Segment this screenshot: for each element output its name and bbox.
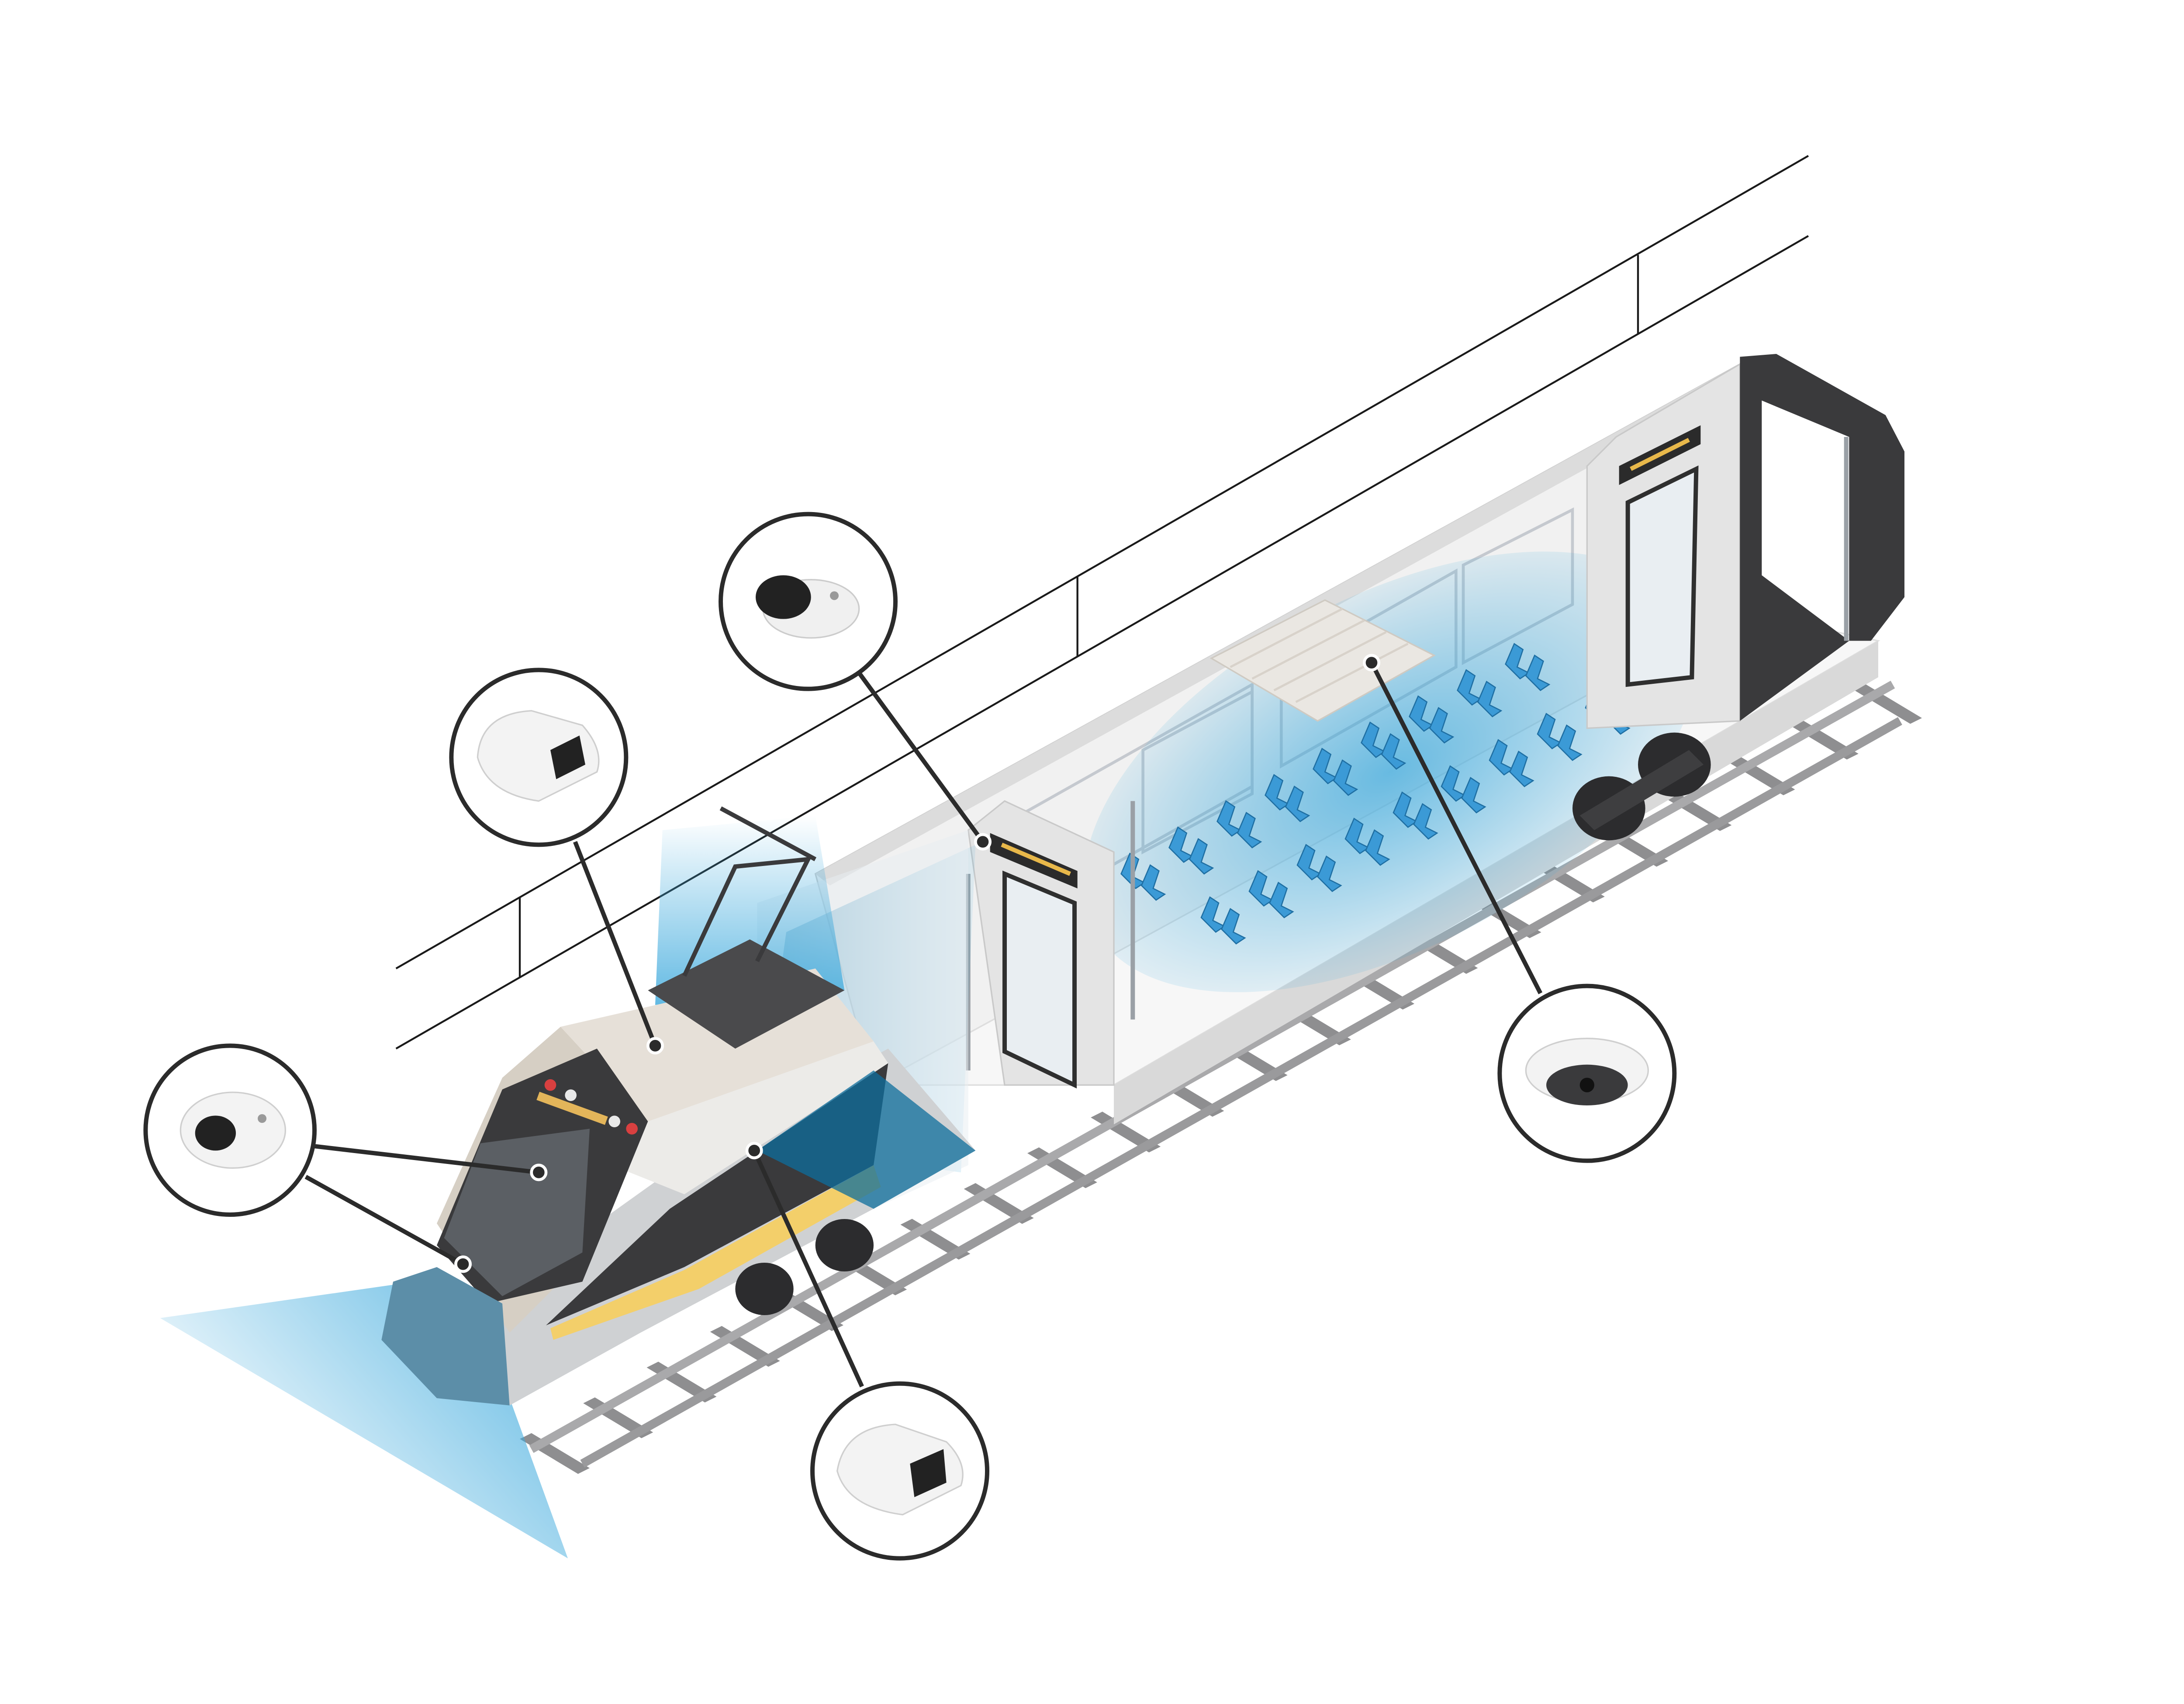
passenger-car — [814, 354, 1904, 1125]
seat — [1248, 870, 1294, 918]
callout-roof-pantograph-camera[interactable] — [449, 668, 629, 847]
roof-coverage-cone — [655, 815, 845, 1005]
seat — [1489, 739, 1534, 787]
interior-coverage-area — [1083, 551, 1697, 992]
destination-display — [536, 1091, 608, 1125]
seat — [1537, 713, 1583, 761]
overhead-catenary — [395, 155, 1809, 1049]
callout-interior-doorway-camera[interactable] — [719, 512, 898, 691]
seat — [1393, 791, 1438, 840]
headlight — [565, 1089, 577, 1101]
seat — [1120, 852, 1166, 901]
seat — [1344, 817, 1390, 866]
onboard-bullet-camera-icon — [836, 1423, 964, 1516]
callout-cab-front-camera[interactable] — [143, 1043, 317, 1217]
front-bogie — [735, 1219, 874, 1315]
seat — [1296, 844, 1342, 892]
panoramic-dome-camera-icon — [1525, 1038, 1649, 1105]
roof-equipment-box — [648, 939, 845, 1049]
seat — [1313, 748, 1358, 796]
headlight — [626, 1123, 638, 1135]
seat — [1265, 774, 1310, 822]
rear-door — [1625, 465, 1699, 687]
callout-side-exterior-camera[interactable] — [810, 1381, 989, 1561]
seat — [1441, 765, 1486, 814]
callout-points — [454, 654, 1380, 1273]
cab-side-stripe — [550, 1165, 881, 1340]
mini-dome-camera-icon — [180, 1091, 286, 1169]
headlight — [544, 1079, 556, 1091]
callout-ceiling-panoramic-camera[interactable] — [1497, 984, 1677, 1163]
railway-track — [520, 680, 1922, 1474]
seat — [1361, 721, 1406, 770]
side-coverage-cone — [757, 1070, 976, 1209]
seat — [1457, 669, 1503, 717]
ceiling-panel — [1209, 599, 1436, 722]
seat — [1409, 695, 1455, 744]
fixed-dome-camera-icon — [756, 575, 860, 639]
rear-bogie — [1572, 732, 1711, 841]
rear-end-frame — [1740, 354, 1904, 721]
headlight — [608, 1115, 620, 1127]
windscreen — [444, 1129, 590, 1296]
pantograph — [682, 806, 817, 977]
cab-front-bumper — [381, 1267, 510, 1406]
onboard-bullet-camera-icon — [477, 710, 600, 802]
seat — [1216, 800, 1262, 849]
seat — [1505, 643, 1551, 691]
seat — [1200, 896, 1246, 945]
cab-side-upper — [612, 1041, 888, 1195]
front-door — [1002, 870, 1077, 1089]
seat — [1168, 826, 1214, 875]
callout-lines — [304, 662, 1543, 1388]
